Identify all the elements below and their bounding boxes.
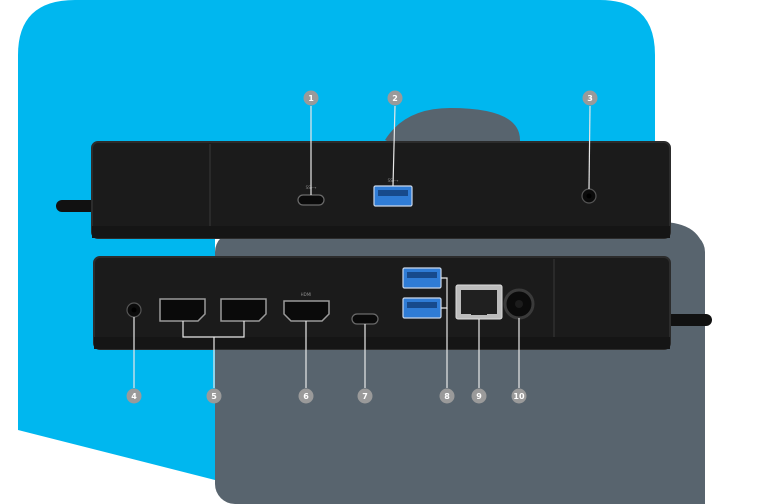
svg-text:1: 1 <box>308 94 314 103</box>
svg-text:6: 6 <box>303 392 309 401</box>
callout-2: 2 <box>387 90 403 106</box>
svg-text:9: 9 <box>476 392 482 401</box>
svg-text:4: 4 <box>131 392 137 401</box>
svg-text:8: 8 <box>444 392 450 401</box>
callout-6: 6 <box>298 388 314 404</box>
svg-text:7: 7 <box>362 392 368 401</box>
displayport-2 <box>220 298 267 322</box>
svg-text:3: 3 <box>587 94 593 103</box>
displayport-1 <box>159 298 206 322</box>
hdmi-port <box>283 300 330 322</box>
dock-front-view: SS⟷ SS⟷ <box>56 141 671 239</box>
usb-c-port-rear <box>351 313 379 325</box>
hdmi-label: HDMI <box>301 292 312 297</box>
callout-4: 4 <box>126 388 142 404</box>
leader-lines <box>133 105 591 388</box>
callout-9: 9 <box>471 388 487 404</box>
callout-7: 7 <box>357 388 373 404</box>
callout-3: 3 <box>582 90 598 106</box>
svg-text:10: 10 <box>513 392 525 401</box>
callout-8: 8 <box>439 388 455 404</box>
callout-10: 10 <box>511 388 527 404</box>
dock-rear-view: HDMI <box>93 256 712 350</box>
callout-5: 5 <box>206 388 222 404</box>
usb-c-port-front <box>297 194 325 206</box>
callout-1: 1 <box>303 90 319 106</box>
svg-text:2: 2 <box>392 94 398 103</box>
svg-text:5: 5 <box>211 392 217 401</box>
